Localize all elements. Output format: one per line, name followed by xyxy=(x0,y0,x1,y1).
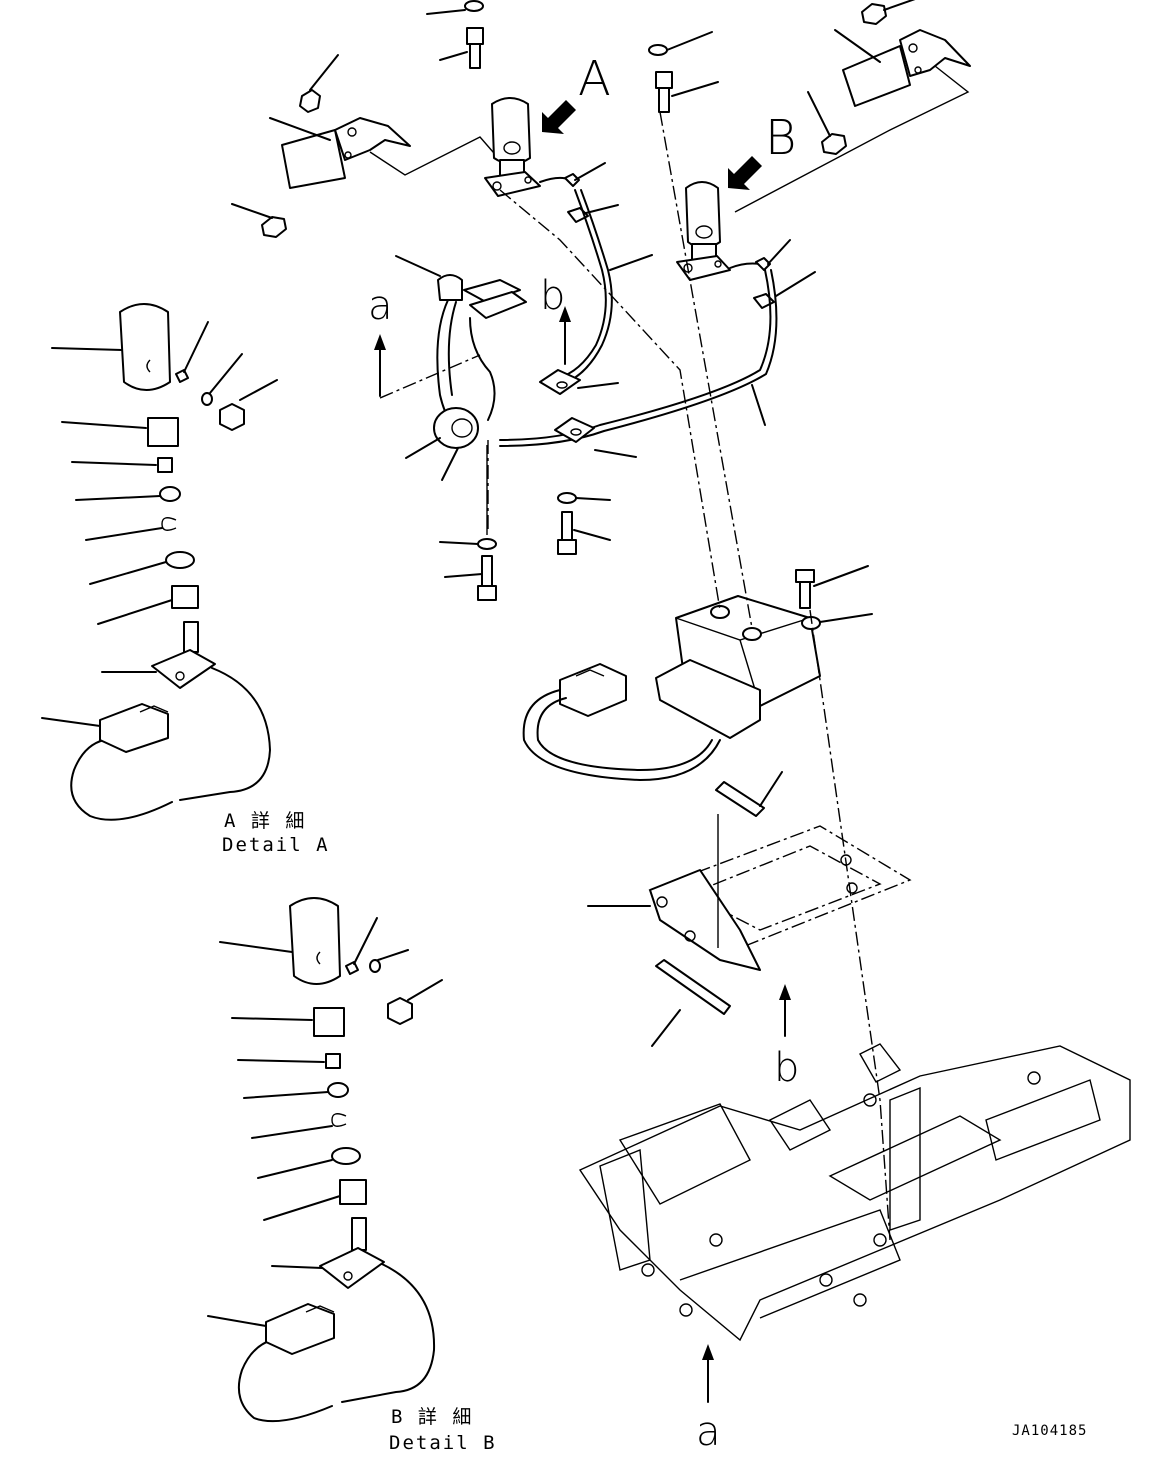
detail-a-caption-jp: A 詳 細 xyxy=(224,810,307,832)
view-label-b: B xyxy=(765,110,797,166)
assembly-lines xyxy=(379,111,891,1241)
arrow-b-top xyxy=(559,306,571,365)
control-box xyxy=(522,565,873,781)
left-cover-bracket xyxy=(231,54,501,238)
detail-b-caption-en: Detail B xyxy=(389,1432,497,1454)
view-arrow-a xyxy=(542,100,576,134)
drawing-code: JA104185 xyxy=(1012,1423,1088,1439)
detail-b-caption-jp: B 詳 細 xyxy=(391,1406,474,1428)
top-hardware xyxy=(426,0,719,113)
mount-plate xyxy=(587,771,912,1047)
machine-frame xyxy=(578,1043,1131,1342)
arrow-a-bottom xyxy=(702,1344,714,1403)
arrow-label-a-bottom: a xyxy=(696,1409,721,1455)
view-label-a: A xyxy=(578,51,611,107)
view-arrow-b xyxy=(728,156,762,190)
detail-a-drawing xyxy=(41,303,278,821)
arrow-label-a-top: a xyxy=(368,283,393,329)
right-cover-bracket xyxy=(734,0,971,213)
arrow-a-top xyxy=(374,334,386,397)
detail-a-caption-en: Detail A xyxy=(222,834,330,856)
detail-b-drawing xyxy=(207,897,443,1423)
lever-a-assembly xyxy=(484,97,619,223)
arrow-label-b-bottom: b xyxy=(774,1045,800,1091)
arrow-label-b-top: b xyxy=(540,273,566,319)
lever-b-assembly xyxy=(676,181,816,309)
wiring-harness xyxy=(395,189,778,481)
center-bolts xyxy=(439,445,611,601)
arrow-b-bottom xyxy=(779,984,791,1037)
